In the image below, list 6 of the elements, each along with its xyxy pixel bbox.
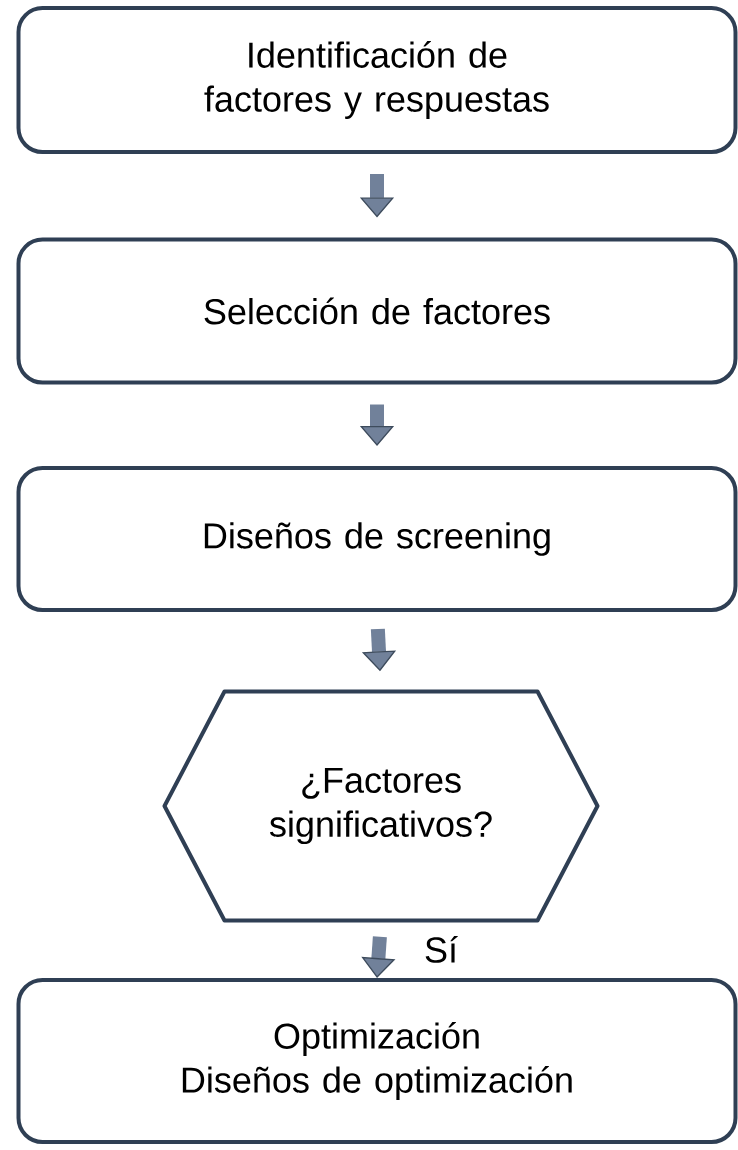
process-box: Identificación de factores y respuestas: [16, 6, 738, 154]
process-box: Diseños de screening: [16, 466, 738, 612]
process-box: Optimización Diseños de optimización: [16, 978, 738, 1144]
edge-label: Sí: [425, 935, 458, 963]
decision-hexagon: ¿Factores significativos?: [162, 689, 600, 923]
process-box: Selección de factores: [16, 237, 738, 385]
